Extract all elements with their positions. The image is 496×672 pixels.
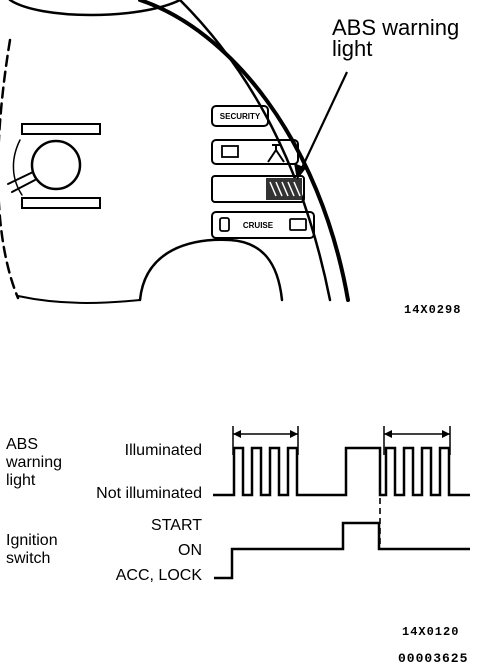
cluster-figure-code: 14X0298 [404, 303, 462, 317]
gauge-bar-lower [21, 197, 101, 209]
gauge-rim-base [17, 295, 141, 304]
seatbelt-icon [267, 144, 285, 163]
security-indicator-label: SECURITY [219, 112, 261, 121]
gauge-rim-left [0, 38, 20, 300]
instrument-cluster [0, 0, 350, 304]
abs-lamp-pattern [269, 181, 301, 197]
ignition-level-acc-lock: ACC, LOCK [115, 567, 202, 584]
ignition-signal-label: Ignition switch [6, 532, 58, 567]
cluster-bezel-outer [138, 0, 350, 302]
abs-indicator-window [211, 175, 305, 203]
cluster-bezel-right [178, 0, 332, 302]
ignition-level-start: START [151, 517, 202, 534]
abs-level-not-illuminated: Not illuminated [96, 485, 202, 502]
abs-signal-label: ABS warning light [6, 436, 63, 489]
abs-warning-light-callout: ABS warning light [332, 15, 460, 61]
indicator-panel [211, 105, 315, 239]
gauge-rim-bottom [138, 238, 284, 302]
timing-figure-code: 14X0120 [402, 625, 460, 639]
document-id: 00003625 [398, 651, 469, 666]
battery-icon [221, 145, 239, 158]
ignition-waveform [214, 521, 470, 580]
gauge-bar-upper [21, 123, 101, 135]
ignition-level-on: ON [178, 542, 202, 559]
gauge-arc-left [12, 139, 23, 196]
timing-chart [213, 426, 470, 580]
cruise-left-icon [219, 217, 230, 232]
cruise-right-icon [289, 218, 307, 231]
cluster-bezel-inner [8, 0, 182, 17]
interval-marker-1 [232, 426, 299, 455]
gauge-needle [7, 171, 36, 193]
abs-light-waveform [213, 446, 470, 497]
security-indicator [211, 105, 269, 127]
gauge-hub [30, 139, 82, 191]
abs-level-illuminated: Illuminated [124, 442, 202, 459]
cruise-indicator [211, 211, 315, 239]
callout-arrow [294, 71, 348, 180]
cruise-indicator-label: CRUISE [242, 221, 274, 230]
interval-marker-2 [383, 426, 451, 455]
battery-belt-indicator [211, 139, 299, 165]
